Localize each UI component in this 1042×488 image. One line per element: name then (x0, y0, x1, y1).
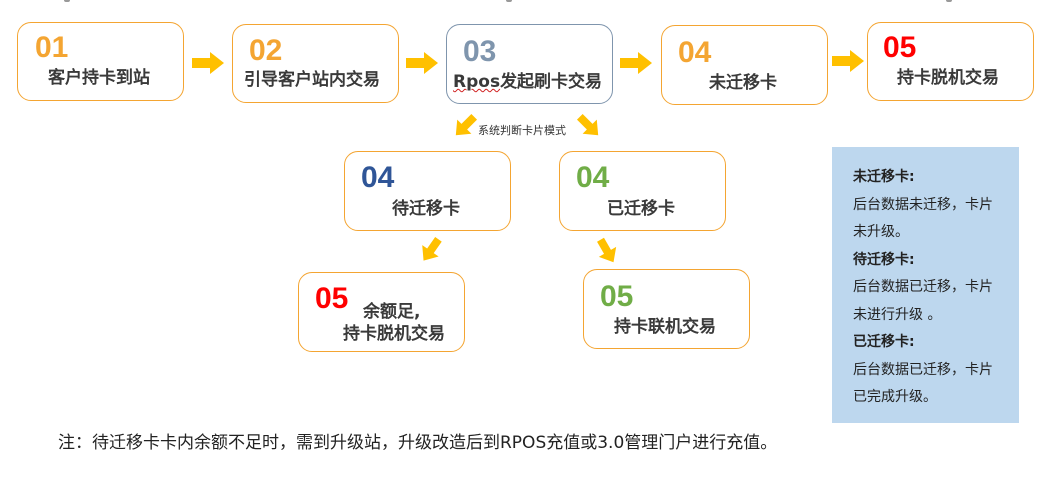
legend-text: 后台数据未迁移，卡片 (853, 196, 993, 213)
offline-trade-box: 05 余额足, 持卡脱机交易 (298, 272, 465, 352)
cropped-mark-right (946, 0, 952, 2)
step-label: Rpos发起刷卡交易 (453, 71, 602, 93)
step-number: 03 (463, 35, 497, 68)
step-number: 04 (678, 36, 712, 69)
legend-title: 待迁移卡: (853, 251, 915, 268)
rpos-text: Rpos (453, 72, 501, 92)
arrow-down-right-icon (597, 237, 617, 263)
step-number: 05 (883, 31, 917, 64)
cropped-mark-center (506, 0, 512, 2)
legend-text: 未升级。 (853, 224, 909, 240)
step-label: 客户持卡到站 (48, 68, 150, 88)
branch-label: 系统判断卡片模式 (478, 124, 566, 137)
step-number: 05 (600, 280, 634, 313)
step-number: 01 (35, 31, 69, 64)
legend-text: 后台数据已迁移，卡片 (853, 279, 993, 295)
arrow-down-left-icon (455, 113, 478, 136)
step-number: 05 (315, 282, 349, 315)
arrow-right-icon (620, 52, 652, 74)
step-label: 引导客户站内交易 (244, 70, 380, 90)
step-label: 持卡联机交易 (614, 317, 716, 337)
footnote: 注：待迁移卡卡内余额不足时，需到升级站，升级改造后到RPOS充值或3.0管理门户… (58, 433, 778, 453)
legend-title: 已迁移卡: (853, 334, 915, 350)
cropped-mark-left (64, 0, 70, 2)
step-label-line2: 持卡脱机交易 (343, 324, 445, 344)
legend-title: 未迁移卡: (853, 169, 915, 185)
step-04-box: 04 未迁移卡 (661, 25, 828, 105)
step-label: 待迁移卡 (392, 199, 460, 219)
legend-text: 后台数据已迁移，卡片 (853, 361, 993, 378)
arrow-right-icon (832, 50, 864, 72)
step-02-box: 02 引导客户站内交易 (232, 24, 399, 103)
arrow-down-right-icon (576, 113, 599, 136)
arrow-right-icon (406, 52, 438, 74)
step-03-box: 03 Rpos发起刷卡交易 (446, 24, 613, 104)
online-trade-box: 05 持卡联机交易 (583, 269, 750, 349)
arrow-right-icon (192, 52, 224, 74)
legend-text: 未进行升级 。 (853, 306, 942, 323)
step-label-text: 发起刷卡交易 (500, 72, 603, 92)
legend-panel: 未迁移卡: 后台数据未迁移，卡片 未升级。 待迁移卡: 后台数据已迁移，卡片 未… (832, 147, 1019, 423)
step-number: 04 (576, 161, 610, 194)
step-number: 02 (249, 34, 283, 67)
arrow-down-left-icon (422, 237, 442, 261)
step-label: 已迁移卡 (607, 199, 675, 219)
step-label: 未迁移卡 (709, 73, 777, 93)
step-label-line1: 余额足, (363, 302, 421, 322)
pending-migration-box: 04 待迁移卡 (344, 151, 511, 231)
legend-text: 已完成升级。 (853, 389, 937, 405)
step-05-box: 05 持卡脱机交易 (867, 22, 1034, 101)
step-label: 持卡脱机交易 (897, 68, 999, 88)
step-01-box: 01 客户持卡到站 (17, 22, 184, 101)
migrated-box: 04 已迁移卡 (559, 151, 726, 231)
step-number: 04 (361, 161, 395, 194)
